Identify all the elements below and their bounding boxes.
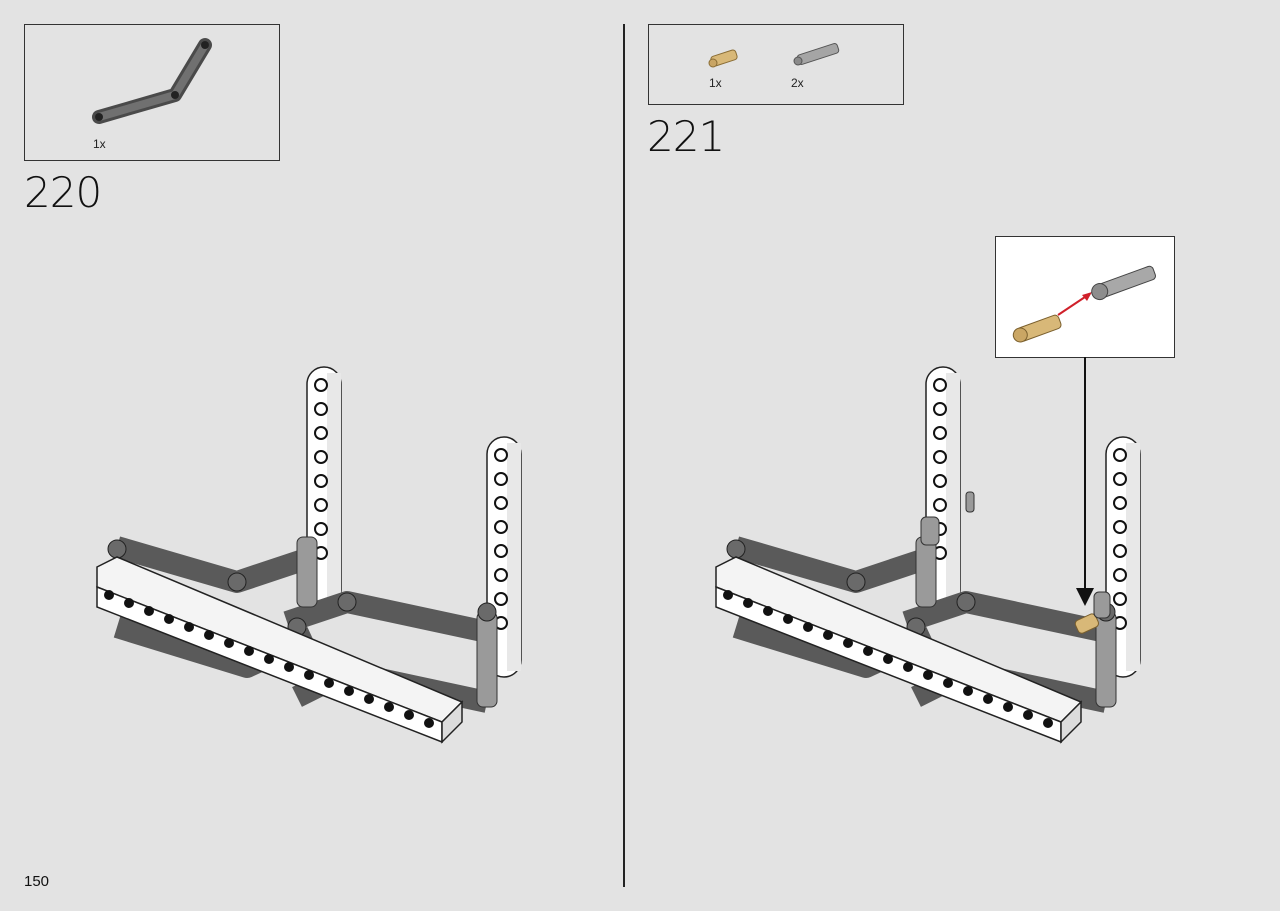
callout-box: [995, 236, 1175, 358]
page-number: 150: [24, 873, 50, 890]
step-number: 221: [647, 112, 725, 161]
part-quantity: 1x: [709, 76, 722, 90]
parts-icons: [708, 43, 840, 68]
added-gray-pin: [920, 491, 975, 546]
pin-insertion-icon: [1012, 265, 1156, 343]
tan-axle-pin-icon: [708, 49, 738, 68]
part-quantity: 1x: [93, 137, 106, 151]
gray-pin-icon: [793, 43, 840, 66]
assembly-step-220: [97, 367, 521, 742]
added-tan-pin: [1074, 591, 1111, 634]
parts-list-step-221: 1x 2x: [648, 24, 904, 105]
step-number: 220: [24, 168, 102, 217]
assembly-step-221: [716, 367, 1140, 742]
part-quantity: 2x: [791, 76, 804, 90]
page-divider: [623, 24, 625, 887]
bent-liftarm-icon: [92, 38, 212, 124]
callout-arrowhead: [1076, 588, 1094, 606]
parts-list-step-220: 1x: [24, 24, 280, 161]
